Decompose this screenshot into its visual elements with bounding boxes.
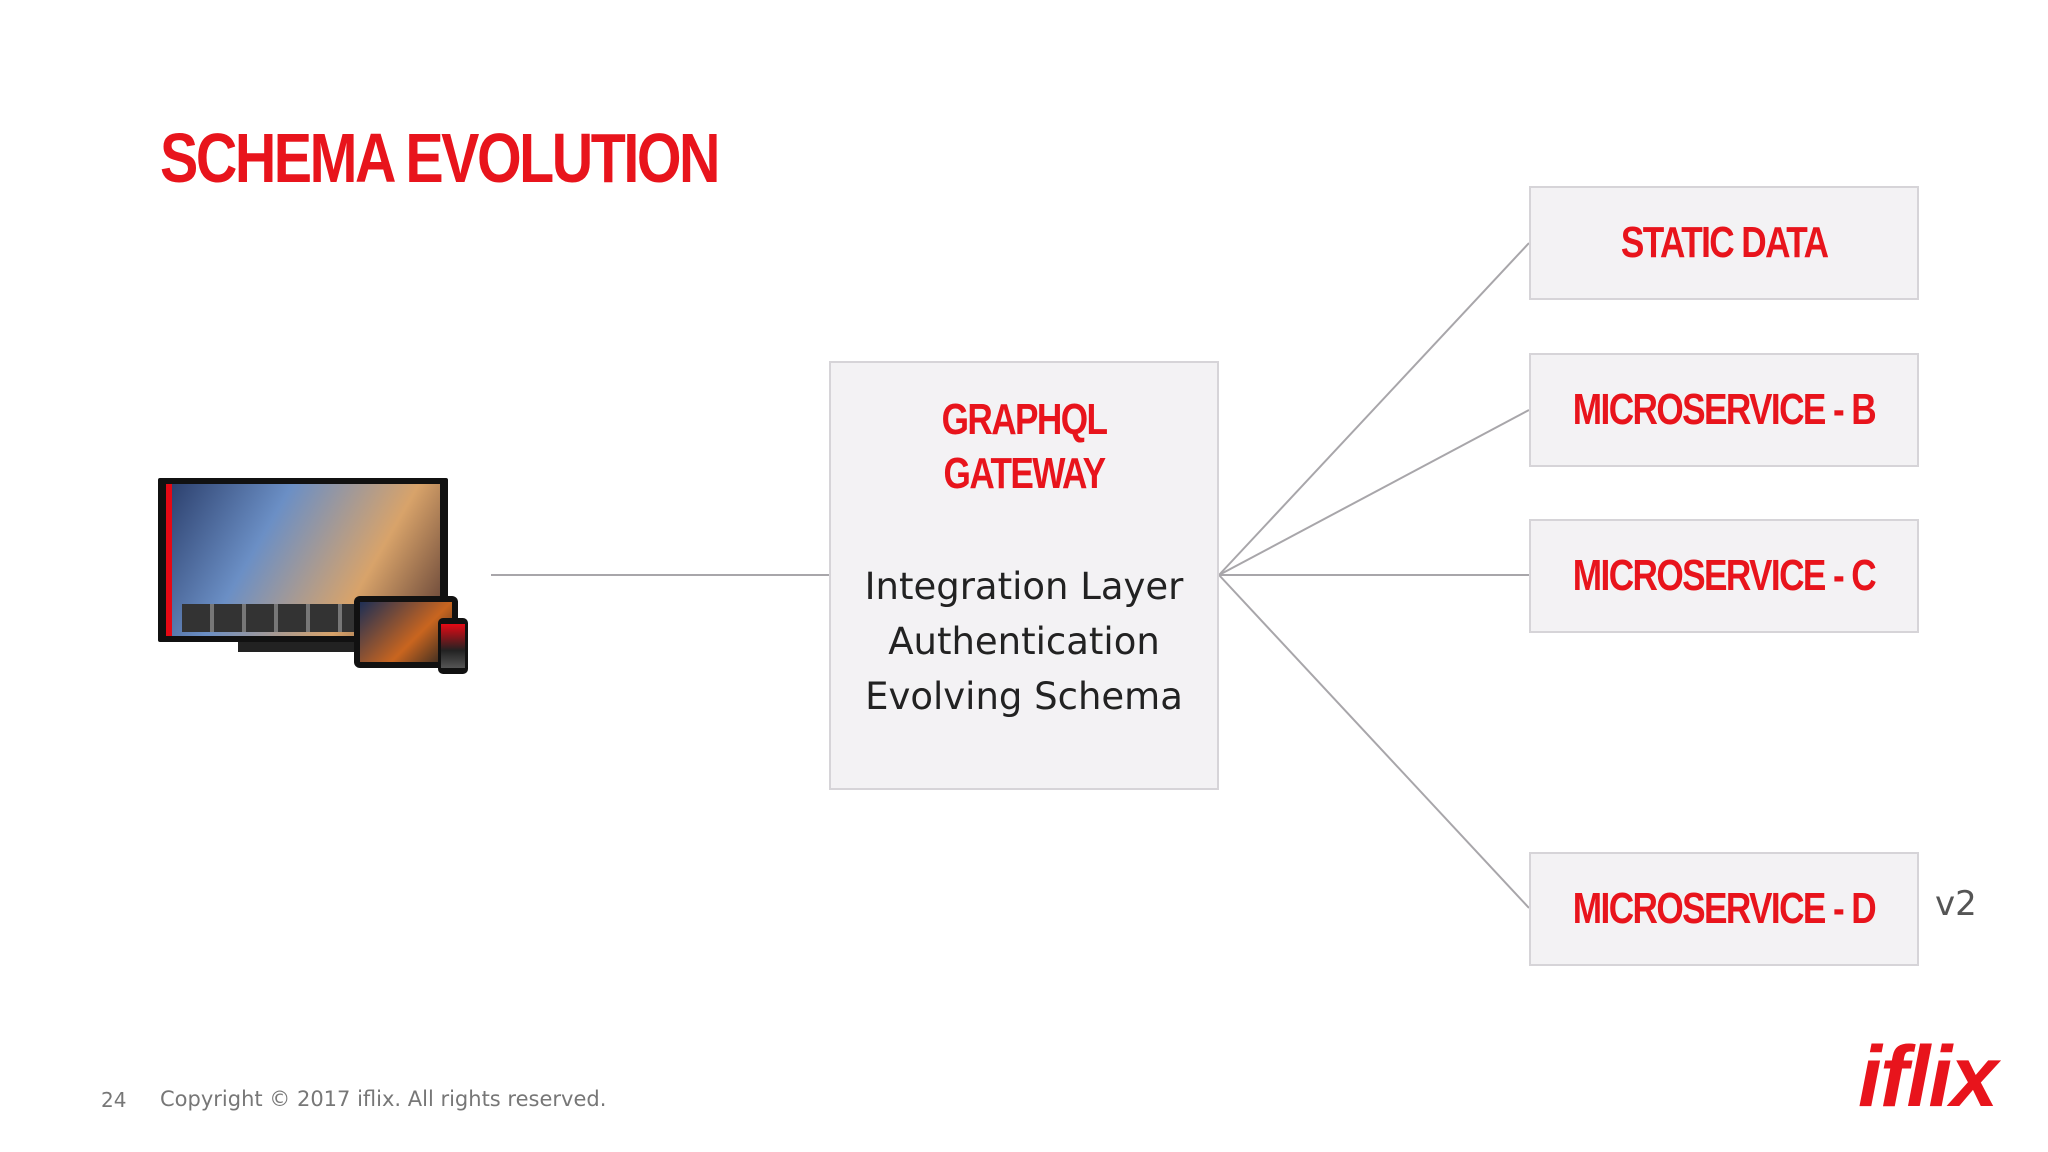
phone-icon	[438, 618, 468, 674]
capability-evolving-schema: Evolving Schema	[865, 675, 1183, 718]
gateway-title-line2: GATEWAY	[943, 449, 1107, 498]
gateway-title: GRAPHQL GATEWAY	[831, 393, 1217, 501]
page-number: 24	[101, 1088, 127, 1112]
service-box-microservice-c: MICROSERVICE - C	[1529, 519, 1919, 633]
service-label: MICROSERVICE - C	[1572, 551, 1877, 600]
version-label: v2	[1935, 884, 1977, 924]
iflix-logo: iflix	[1858, 1029, 1998, 1125]
graphql-gateway-box: GRAPHQL GATEWAY Integration Layer Authen…	[829, 361, 1219, 790]
capability-integration-layer: Integration Layer	[864, 565, 1184, 608]
gateway-title-line1: GRAPHQL	[941, 395, 1108, 444]
gateway-capabilities: Integration Layer Authentication Evolvin…	[831, 559, 1217, 724]
service-label: STATIC DATA	[1620, 218, 1829, 267]
service-box-microservice-d: MICROSERVICE - D	[1529, 852, 1919, 966]
multi-device-icon	[158, 478, 472, 678]
service-label: MICROSERVICE - B	[1572, 385, 1877, 434]
service-box-static-data: STATIC DATA	[1529, 186, 1919, 300]
connector-gateway-microservice-b	[1218, 409, 1530, 576]
connector-gateway-microservice-d	[1218, 574, 1530, 909]
service-label: MICROSERVICE - D	[1572, 884, 1877, 933]
copyright-notice: Copyright © 2017 iflix. All rights reser…	[160, 1087, 607, 1111]
capability-authentication: Authentication	[888, 620, 1160, 663]
service-box-microservice-b: MICROSERVICE - B	[1529, 353, 1919, 467]
slide-title: SCHEMA EVOLUTION	[160, 119, 721, 197]
connector-gateway-static-data	[1218, 242, 1530, 576]
